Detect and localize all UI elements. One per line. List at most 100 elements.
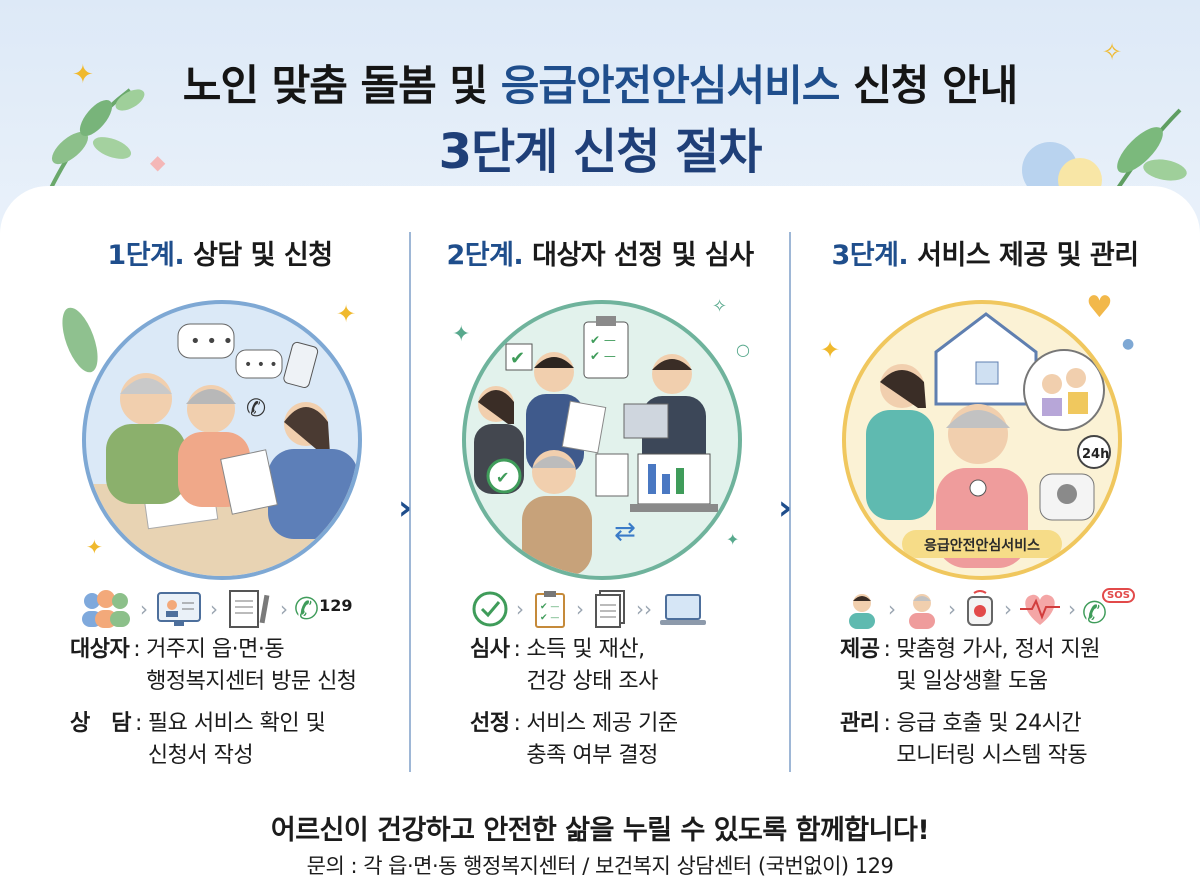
svg-text:✔ —: ✔ — xyxy=(540,602,559,612)
sparkle-icon: ✦ xyxy=(336,300,357,328)
emergency-button-icon xyxy=(967,590,993,626)
column-divider xyxy=(789,232,791,772)
svg-text:• • •: • • • xyxy=(244,357,278,373)
heartbeat-icon xyxy=(1020,594,1060,625)
svg-text:✔: ✔ xyxy=(510,348,525,369)
sparkle-icon: ✦ xyxy=(86,535,103,559)
row-label: 제공 xyxy=(840,637,880,662)
chevron-right-icon: › xyxy=(398,488,413,528)
phone-number: 129 xyxy=(319,595,353,615)
step2-title-text: 대상자 선정 및 심사 xyxy=(532,240,754,271)
svg-text:⇄: ⇄ xyxy=(614,517,636,547)
step2-title: 2단계. 대상자 선정 및 심사 xyxy=(405,233,795,272)
page-subtitle: 3단계 신청 절차 xyxy=(438,124,763,180)
step2-icons: › ✔ — ✔ — › ›› xyxy=(470,584,708,634)
phone-icon: ✆ 129 xyxy=(294,592,353,627)
document-pen-icon xyxy=(229,590,270,628)
row-line: 모니터링 시스템 작동 xyxy=(896,743,1088,768)
sparkle-icon: ✧ xyxy=(712,296,728,317)
sos-badge: SOS xyxy=(1102,588,1135,603)
svg-text:✔ —: ✔ — xyxy=(590,333,616,347)
row-line: 신청서 작성 xyxy=(147,743,254,768)
footer-contact: 문의 : 각 읍·면·동 행정복지센터 / 보건복지 상담센터 (국번없이) 1… xyxy=(306,854,894,878)
chevron-right-icon: › xyxy=(576,597,584,621)
row-line: 건강 상태 조사 xyxy=(526,669,658,694)
svg-text:✔: ✔ xyxy=(496,468,509,487)
chevron-right-icon: › xyxy=(140,597,148,621)
row-label: 심사 xyxy=(470,637,510,662)
row-line: 응급 호출 및 24시간 xyxy=(896,711,1082,736)
chevron-right-icon: › xyxy=(948,597,956,621)
sparkle-icon: ✦ xyxy=(72,60,94,90)
step3-title-text: 서비스 제공 및 관리 xyxy=(917,240,1139,271)
step1-icons: › › › ✆ 129 xyxy=(78,584,353,634)
step3-title: 3단계. 서비스 제공 및 관리 xyxy=(790,233,1180,272)
row-label: 관리 xyxy=(840,711,880,736)
step1-number: 1단계. xyxy=(107,240,185,271)
sparkle-icon: ✦ xyxy=(726,530,740,549)
page-title: 노인 맞춤 돌봄 및 응급안전안심서비스 신청 안내 xyxy=(0,52,1200,113)
leaf-decoration xyxy=(62,307,98,373)
chevron-right-icon: › xyxy=(888,597,896,621)
people-icon xyxy=(82,590,130,628)
title-prefix: 노인 맞춤 돌봄 및 xyxy=(182,61,501,110)
step3-number: 3단계. xyxy=(831,240,909,271)
row-line: 행정복지센터 방문 신청 xyxy=(146,669,357,694)
step1-illustration: • • • • • • ✆ xyxy=(82,300,362,580)
device-label: 응급안전안심서비스 xyxy=(924,537,1040,554)
row-line: 거주지 읍·면·동 xyxy=(146,637,285,662)
row-line: 및 일상생활 도움 xyxy=(896,669,1048,694)
title-highlight: 응급안전안심서비스 xyxy=(500,61,841,110)
chevron-right-icon: › xyxy=(1068,597,1076,621)
chevron-right-icon: › xyxy=(516,597,524,621)
phone-glyph: ✆ xyxy=(294,591,320,627)
caregiver-icon xyxy=(849,594,875,629)
svg-text:• • •: • • • xyxy=(190,331,233,352)
chevron-right-icon: › xyxy=(778,488,793,528)
sparkle-icon: ✦ xyxy=(452,322,471,347)
row-label: 상 담 xyxy=(70,711,131,736)
step3-icons: › › › › ✆ SOS xyxy=(842,584,1135,634)
chevron-right-icon: ›› xyxy=(636,597,652,621)
clipboard-checklist-icon: ✔ — ✔ — xyxy=(535,591,565,628)
row-line: 서비스 제공 기준 xyxy=(526,711,678,736)
step2-illustration: ✔ — ✔ — ✔ ✔ ⇄ xyxy=(462,300,742,580)
heart-icon: ♥ xyxy=(1086,290,1113,325)
chevron-right-icon: › xyxy=(210,597,218,621)
sparkle-icon: ◆ xyxy=(150,150,166,174)
svg-text:✔ —: ✔ — xyxy=(540,613,559,623)
step3-illustration: 24h 응급안전안심서비스 xyxy=(842,300,1122,580)
laptop-icon xyxy=(660,594,706,625)
elderly-icon xyxy=(909,594,935,629)
chevron-right-icon: › xyxy=(1004,597,1012,621)
footer-slogan: 어르신이 건강하고 안전한 삶을 누릴 수 있도록 함께합니다! xyxy=(270,815,930,846)
row-label: 대상자 xyxy=(70,637,130,662)
document-icon xyxy=(595,590,625,628)
leaf-decoration-right xyxy=(1022,108,1187,202)
sparkle-icon: ● xyxy=(1122,336,1135,352)
chevron-right-icon: › xyxy=(280,597,288,621)
step2-number: 2단계. xyxy=(446,240,524,271)
svg-text:✔ —: ✔ — xyxy=(590,349,616,363)
step1-title-text: 상담 및 신청 xyxy=(193,240,333,271)
row-line: 맞춤형 가사, 정서 지원 xyxy=(896,637,1101,662)
monitor-profile-icon xyxy=(157,592,201,626)
row-line: 소득 및 재산, xyxy=(526,637,645,662)
description-row: 심사: 소득 및 재산,건강 상태 조사 xyxy=(470,634,770,698)
row-line: 충족 여부 결정 xyxy=(526,743,658,768)
sparkle-icon: ✧ xyxy=(1102,38,1123,66)
sparkle-icon: ○ xyxy=(736,340,750,359)
sos-phone-icon: ✆ SOS xyxy=(1082,588,1135,631)
sparkle-icon: ✦ xyxy=(820,336,841,364)
svg-text:✆: ✆ xyxy=(246,394,266,422)
column-divider xyxy=(409,232,411,772)
step1-title: 1단계. 상담 및 신청 xyxy=(25,233,415,272)
